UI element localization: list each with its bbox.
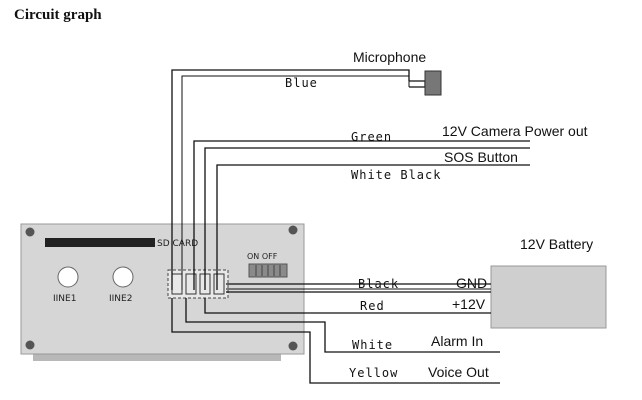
sd-card-slot bbox=[45, 238, 155, 247]
screw-top-right bbox=[288, 225, 298, 235]
wires bbox=[171, 69, 530, 384]
screw-bottom-right bbox=[288, 341, 298, 351]
terminal-alarm-in: Alarm In bbox=[431, 333, 483, 349]
power-switch bbox=[248, 263, 288, 278]
wire-blue-inner bbox=[181, 75, 410, 290]
terminal-gnd: GND bbox=[456, 275, 487, 291]
screw-bottom-left bbox=[25, 340, 35, 350]
terminal-plus12v: +12V bbox=[452, 296, 486, 312]
wire-label-blue: Blue bbox=[285, 76, 318, 90]
battery-box bbox=[490, 265, 607, 329]
input2-label: IINE2 bbox=[109, 294, 132, 304]
wire-white bbox=[185, 298, 500, 353]
wire-label-black: Black bbox=[358, 277, 399, 291]
terminal-camera-power: 12V Camera Power out bbox=[442, 123, 588, 139]
input1-jack bbox=[57, 266, 79, 288]
wire-label-yellow: Yellow bbox=[349, 366, 398, 380]
wire-green-2 bbox=[204, 147, 530, 290]
sd-card-label: SD CARD bbox=[157, 239, 198, 249]
terminal-sos: SOS Button bbox=[444, 149, 518, 165]
terminal-voice-out: Voice Out bbox=[428, 364, 489, 380]
screw-top-left bbox=[25, 227, 35, 237]
wire-label-white-black: White Black bbox=[351, 168, 441, 182]
diagram-title: Circuit graph bbox=[14, 7, 102, 23]
microphone-label: Microphone bbox=[353, 49, 426, 65]
wire-connector-block bbox=[167, 269, 229, 299]
wire-green-1 bbox=[193, 140, 530, 290]
wire-label-red: Red bbox=[360, 299, 385, 313]
wire-white-black bbox=[216, 164, 530, 290]
wire-yellow bbox=[171, 298, 500, 384]
microphone-icon bbox=[409, 70, 442, 96]
board-base bbox=[33, 352, 281, 361]
wire-label-white: White bbox=[352, 338, 393, 352]
wire-red-12v bbox=[204, 298, 491, 314]
battery-label: 12V Battery bbox=[520, 236, 593, 252]
input1-label: IINE1 bbox=[53, 294, 76, 304]
wire-label-green: Green bbox=[351, 130, 392, 144]
switch-label: ON OFF bbox=[247, 252, 278, 261]
input2-jack bbox=[112, 266, 134, 288]
